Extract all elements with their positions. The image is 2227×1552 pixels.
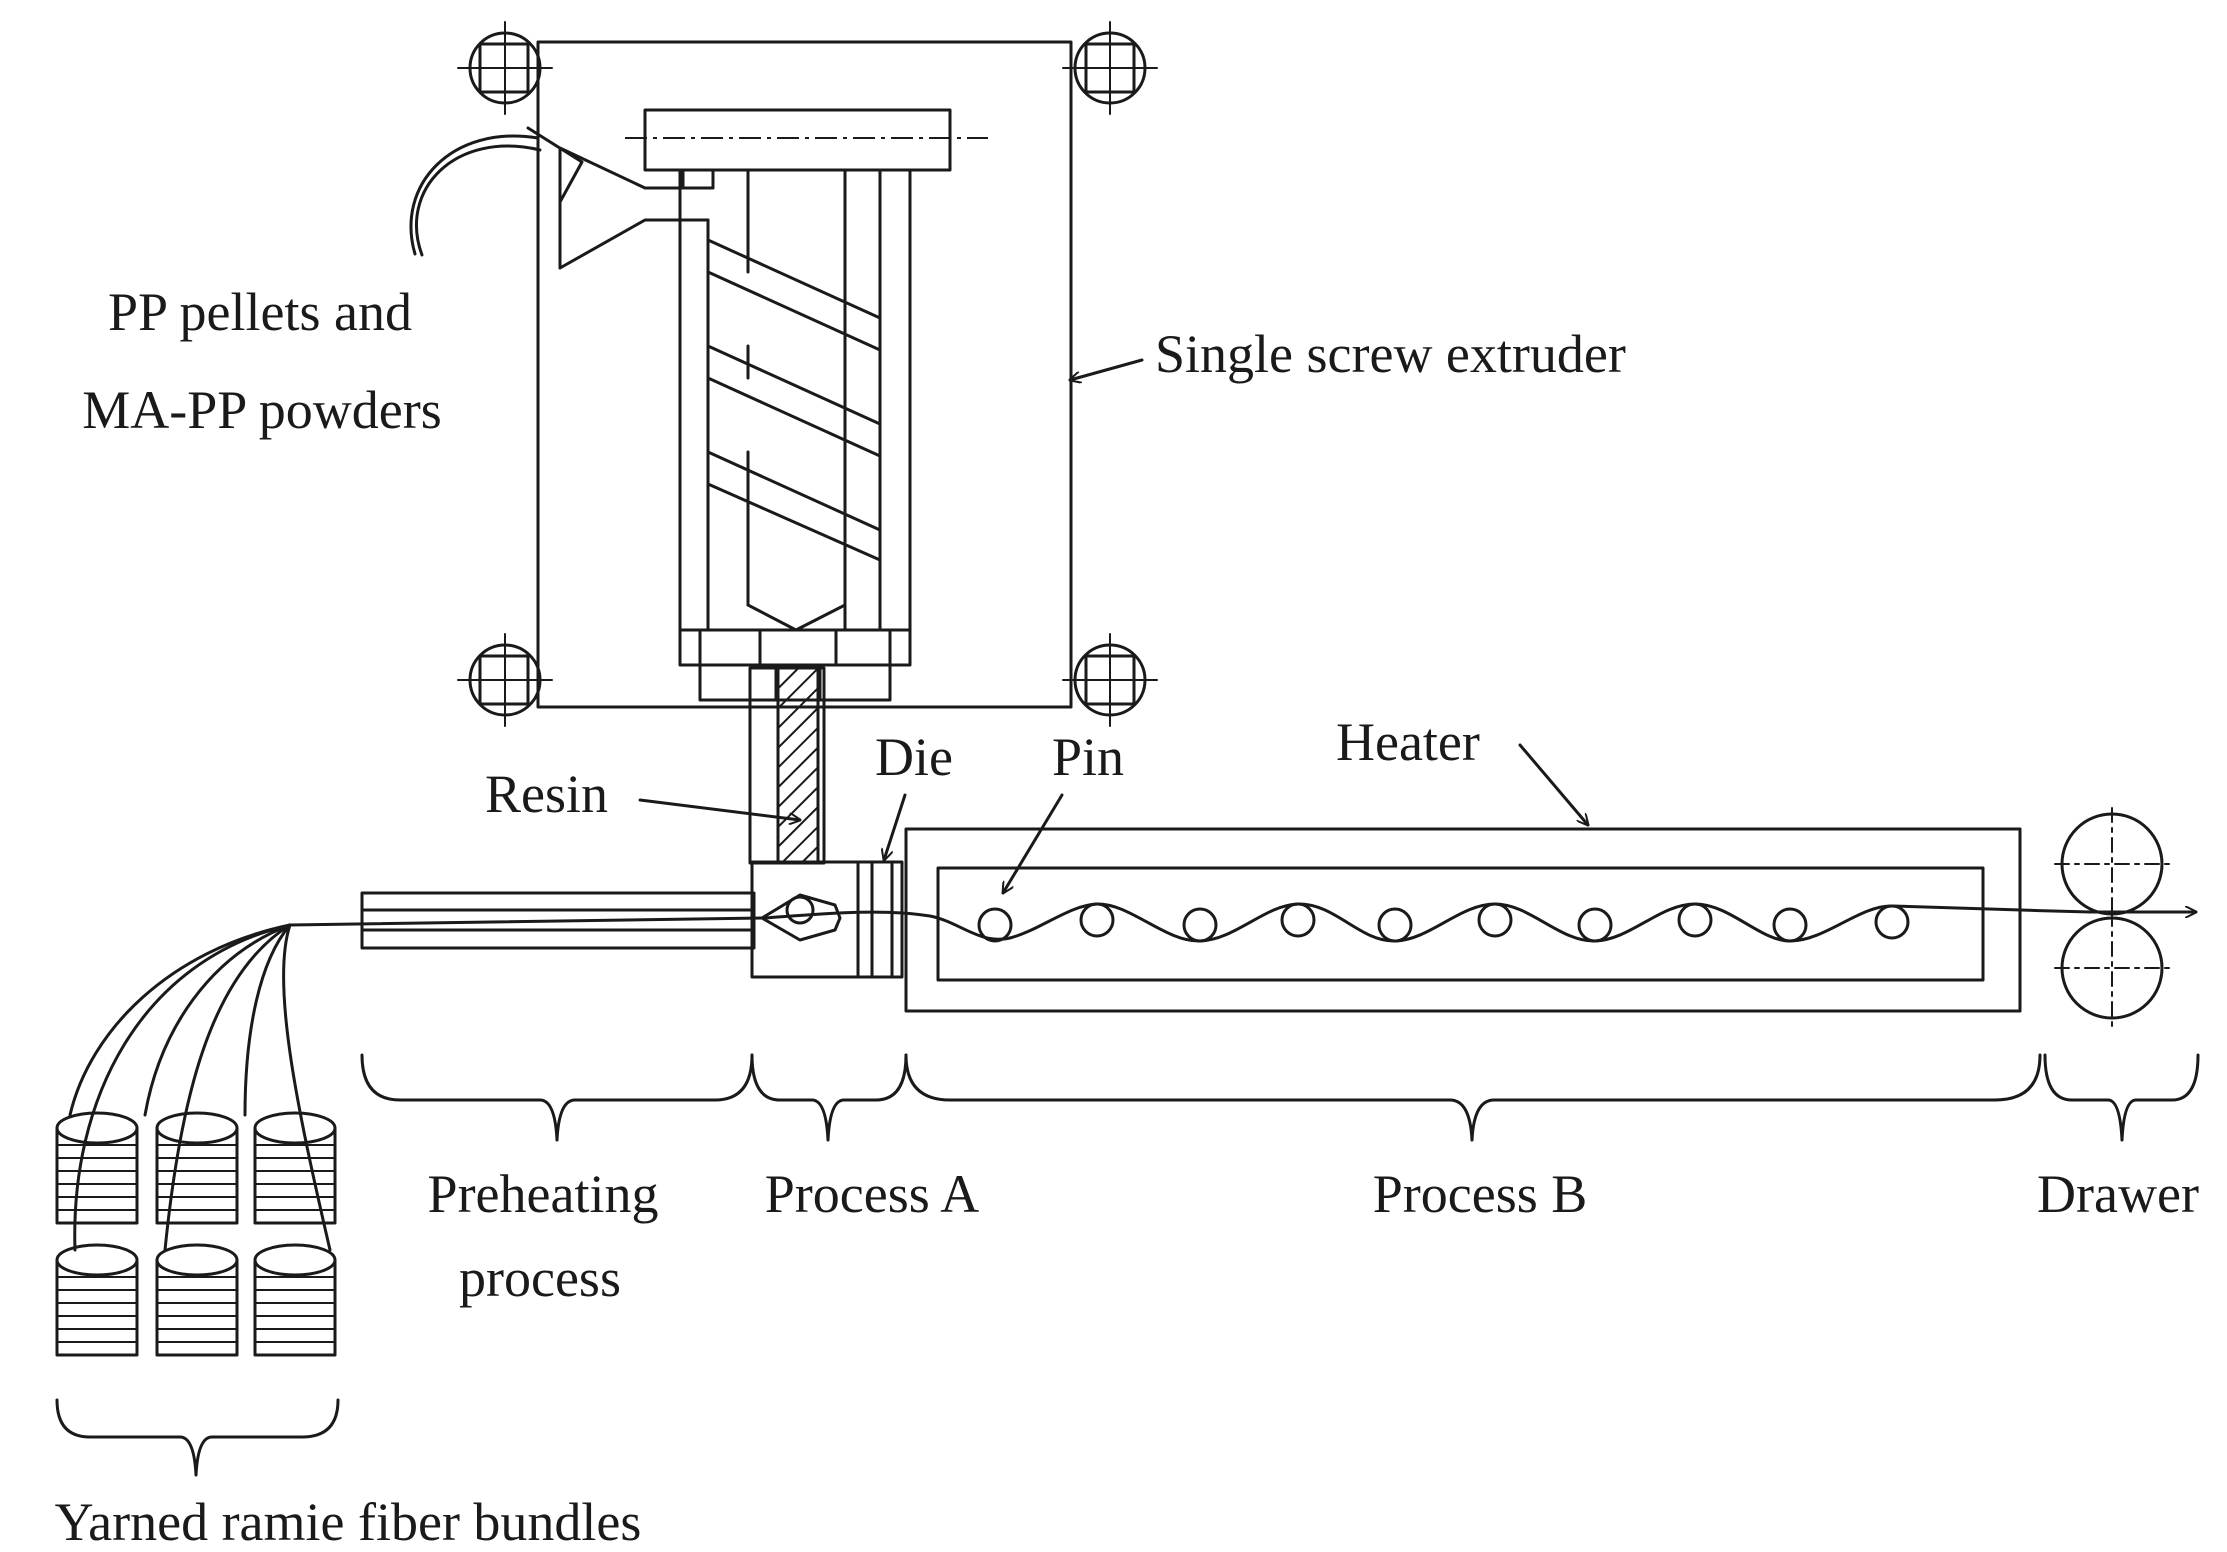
screw-flights bbox=[706, 238, 882, 632]
pin bbox=[1577, 907, 1613, 943]
pin bbox=[1772, 907, 1808, 943]
extruder-label: Single screw extruder bbox=[1155, 324, 1626, 384]
preheating-tube bbox=[360, 891, 756, 950]
bobbin bbox=[155, 1243, 239, 1357]
extruder-pointer bbox=[1070, 358, 1144, 380]
bolt-bottom-left bbox=[457, 633, 553, 727]
pin bbox=[1280, 902, 1316, 938]
heater-chamber bbox=[904, 827, 2022, 1013]
resin-label: Resin bbox=[485, 764, 608, 824]
preheating-label-line2: process bbox=[459, 1248, 621, 1308]
pp-pellets-label-line2: MA-PP powders bbox=[82, 380, 442, 440]
pin bbox=[1182, 907, 1218, 943]
pin bbox=[1677, 902, 1713, 938]
bolt-bottom-right bbox=[1062, 633, 1158, 727]
resin-feed-channel bbox=[748, 666, 826, 865]
bobbin bbox=[55, 1111, 139, 1225]
drawer-rollers bbox=[2054, 807, 2171, 1027]
single-screw-extruder bbox=[457, 21, 1158, 727]
pin bbox=[977, 907, 1013, 943]
pin-row bbox=[977, 902, 1910, 943]
fiber-strands bbox=[68, 923, 332, 1252]
bobbin bbox=[253, 1243, 337, 1357]
brace-process-b bbox=[904, 1053, 2042, 1142]
bolt-top-right bbox=[1062, 21, 1158, 115]
brace-process-a bbox=[750, 1053, 908, 1142]
die-label: Die bbox=[875, 727, 953, 787]
pp-pellets-label-line1: PP pellets and bbox=[108, 282, 412, 342]
pin-label: Pin bbox=[1052, 727, 1124, 787]
fiber-path bbox=[288, 902, 2092, 943]
heater-label: Heater bbox=[1336, 712, 1480, 772]
preheating-label-line1: Preheating bbox=[428, 1164, 659, 1224]
brace-preheating bbox=[360, 1053, 754, 1142]
process-b-label: Process B bbox=[1373, 1164, 1588, 1224]
brace-drawer bbox=[2043, 1053, 2200, 1142]
process-a-label: Process A bbox=[765, 1164, 980, 1224]
hopper bbox=[558, 146, 710, 270]
bolt-top-left bbox=[457, 21, 553, 115]
pin bbox=[1477, 902, 1513, 938]
resin-pointer bbox=[638, 798, 800, 820]
feed-arrow bbox=[415, 144, 542, 257]
extruder-barrel bbox=[678, 168, 912, 632]
impregnation-die bbox=[750, 860, 904, 979]
bundles-label: Yarned ramie fiber bundles bbox=[55, 1492, 642, 1552]
drawer-label: Drawer bbox=[2037, 1164, 2199, 1224]
pin bbox=[1377, 907, 1413, 943]
bobbin bbox=[55, 1243, 139, 1357]
bobbin bbox=[253, 1111, 337, 1225]
pin-pointer bbox=[1003, 793, 1064, 893]
screw-drive-block bbox=[643, 108, 952, 172]
extruder-housing bbox=[536, 40, 1073, 709]
pin bbox=[1874, 904, 1910, 940]
die-pointer bbox=[884, 793, 907, 860]
heater-pointer bbox=[1518, 743, 1588, 825]
brace-bundles bbox=[55, 1398, 340, 1477]
fiber-bobbins bbox=[55, 1111, 337, 1357]
pin bbox=[1079, 902, 1115, 938]
